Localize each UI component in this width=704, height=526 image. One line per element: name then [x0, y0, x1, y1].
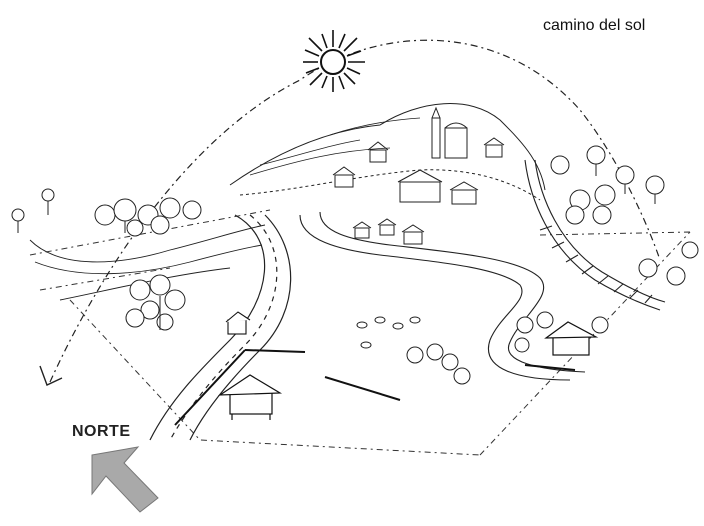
tree-cluster-lower [406, 311, 609, 385]
farmhouse [217, 374, 283, 420]
sun-path-arrowhead [39, 365, 63, 386]
tree-trunks [17, 164, 656, 330]
north-arrow-icon [91, 446, 159, 513]
river [299, 211, 586, 381]
sun-icon [303, 30, 365, 92]
site-boundary [29, 209, 691, 456]
tree-cluster-left [94, 197, 202, 237]
north-label: NORTE [72, 423, 131, 440]
tree-cluster-mid [125, 274, 186, 331]
tree-cluster-right [550, 145, 699, 286]
railway [524, 159, 666, 311]
fences [174, 349, 576, 426]
lone-trees [11, 188, 55, 222]
hill-village [229, 103, 546, 245]
shed [225, 311, 251, 335]
cattle [356, 316, 421, 349]
trees [11, 145, 699, 385]
sun-path-label: camino del sol [543, 17, 646, 34]
house-right [544, 321, 599, 356]
